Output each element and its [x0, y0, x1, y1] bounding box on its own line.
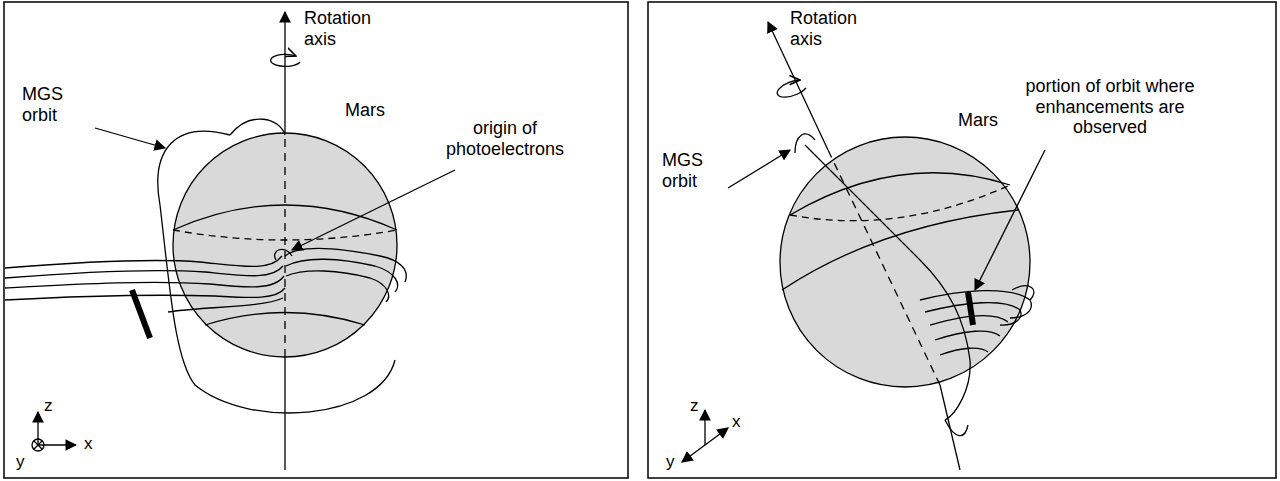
axis-arrow [37, 412, 38, 445]
rotation-axis [284, 12, 285, 133]
field-line [935, 331, 1000, 340]
mgs-orbit [805, 145, 970, 420]
field-line [5, 256, 282, 268]
observed-segment [132, 290, 150, 338]
field-line [1012, 286, 1034, 300]
mars-sphere [173, 133, 397, 357]
panel-frame [4, 2, 628, 478]
field-line [5, 288, 285, 300]
axis-letter: x [732, 412, 752, 432]
callout-label: origin of photoelectrons [440, 118, 570, 159]
planet-label: Mars [345, 100, 405, 121]
leader-line [292, 170, 455, 250]
rotation-arrow [271, 54, 300, 66]
field-line [285, 248, 406, 282]
axis-letter: y [666, 452, 686, 472]
axis-letter: z [690, 396, 710, 416]
leader-line [975, 150, 1045, 290]
field-line [5, 276, 284, 288]
mars-sphere [780, 137, 1030, 387]
axis-arrow [682, 445, 705, 462]
orbit-label: MGS orbit [22, 84, 82, 125]
panel-frame [648, 2, 1276, 478]
observed-segment [968, 292, 973, 325]
field-line [940, 348, 988, 355]
mgs-orbit [795, 134, 815, 153]
field-line [275, 249, 292, 260]
leader-line [728, 150, 790, 188]
field-line [5, 266, 283, 278]
rotation-axis [284, 133, 285, 357]
field-line [286, 259, 398, 292]
mgs-orbit [945, 420, 968, 436]
axis-arrow [704, 410, 705, 445]
axis-letter: z [44, 396, 64, 416]
axis-letter: x [84, 434, 104, 454]
rotation-arrow [777, 80, 806, 97]
axis-arrow [705, 428, 728, 445]
axis-label: Rotation axis [304, 8, 374, 49]
orbit-label: MGS orbit [662, 150, 722, 191]
axis-into-page [34, 441, 42, 449]
latitude-line [782, 210, 1018, 290]
field-line [286, 271, 389, 302]
leader-line [95, 128, 165, 148]
axis-into-page [32, 439, 44, 451]
field-line [920, 291, 1031, 318]
callout-label: portion of orbit where enhancements are … [1010, 76, 1210, 138]
planet-label: Mars [958, 110, 1018, 131]
axis-label: Rotation axis [790, 8, 860, 49]
mgs-orbit [230, 119, 285, 135]
axis-letter: y [16, 452, 36, 472]
latitude-line [790, 173, 1010, 215]
field-line [168, 298, 283, 312]
